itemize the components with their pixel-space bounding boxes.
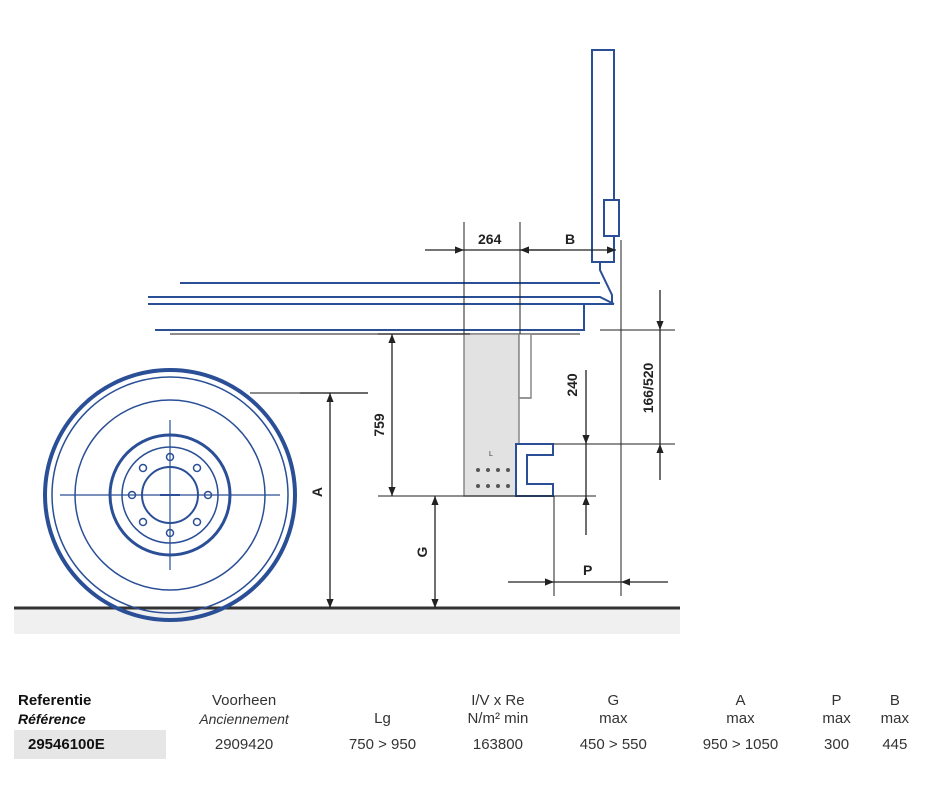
wheel — [43, 368, 297, 622]
spec-table: Referentie Référence Voorheen Ancienneme… — [14, 690, 924, 759]
dim-g-label: G — [414, 546, 430, 557]
dim-p-label: P — [583, 562, 592, 578]
header-lg: Lg — [374, 710, 391, 727]
vertical-wall — [591, 49, 620, 263]
cell-lg: 750 > 950 — [348, 736, 417, 753]
cell-iv-re: 163800 — [472, 736, 523, 753]
table-row: 29546100E 2909420 750 > 950 163800 450 >… — [14, 730, 924, 759]
dimension-arrows — [326, 246, 668, 608]
ground-shade — [14, 608, 680, 634]
dim-a-label: A — [309, 487, 325, 497]
header-reference: Referentie Référence — [18, 692, 92, 727]
header-b: B max — [880, 692, 909, 727]
header-g: G max — [599, 692, 628, 727]
bumper-bracket-diagram: L — [14, 49, 680, 634]
cell-p: 300 — [824, 736, 850, 753]
header-a: A max — [726, 692, 755, 727]
dim-240-label: 240 — [564, 373, 580, 397]
header-previous: Voorheen Anciennement — [199, 692, 289, 727]
underrun-bracket: L — [463, 333, 554, 497]
cell-g: 450 > 550 — [579, 736, 647, 753]
cell-a: 950 > 1050 — [702, 736, 779, 753]
dim-264-label: 264 — [478, 231, 502, 247]
bumper-profile — [515, 443, 554, 497]
dim-b-label: B — [565, 231, 575, 247]
chassis-frame — [148, 262, 615, 394]
header-p: P max — [822, 692, 851, 727]
extension-lines — [300, 222, 675, 596]
part-mark: L — [489, 451, 493, 458]
cell-b: 445 — [882, 736, 908, 753]
bracket-holes — [476, 468, 510, 488]
dim-166-520-label: 166/520 — [640, 362, 656, 413]
wheel-centerlines — [60, 420, 280, 570]
header-iv-re: I/V x Re N/m² min — [467, 692, 529, 727]
wall-latch — [603, 199, 620, 237]
cell-previous: 2909420 — [214, 736, 274, 753]
dim-759-label: 759 — [371, 413, 387, 437]
cell-reference: 29546100E — [14, 730, 166, 759]
spec-table-header-row: Referentie Référence Voorheen Ancienneme… — [14, 690, 924, 730]
